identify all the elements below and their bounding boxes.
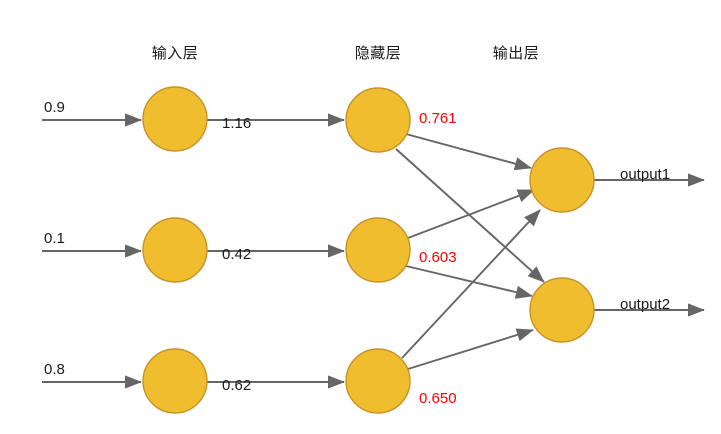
output-label-o2: output2 [620,296,671,313]
neuron-i3[interactable] [142,348,208,414]
input-value-i1: 0.9 [44,99,65,116]
weight-label-i1-h1: 1.16 [222,115,252,132]
weight-label-i3-h3: 0.62 [222,377,252,394]
neuron-h2[interactable] [345,217,411,283]
edges-group [42,113,705,389]
input-value-i3: 0.8 [44,361,65,378]
layer-title-input: 输入层 [151,45,199,62]
output-label-o1: output1 [620,166,671,183]
edge-h3-o1 [401,209,541,359]
edge-h2-o2 [405,265,533,299]
neuron-h3[interactable] [345,348,411,414]
nodes-group [142,86,595,414]
activation-value-h3: 0.650 [419,390,457,407]
edge-h2-o1 [407,189,535,239]
layer-title-output: 输出层 [492,45,540,62]
edge-h3-o2 [407,328,534,370]
neuron-o1[interactable] [529,147,595,213]
layer-title-hidden: 隐藏层 [354,45,402,62]
weight-label-i2-h2: 0.42 [222,246,252,263]
neuron-i1[interactable] [142,86,208,152]
edge-h1-o1 [405,133,532,171]
neuron-h1[interactable] [345,87,411,153]
activation-value-h2: 0.603 [419,249,457,266]
edge-h1-o2 [395,148,545,283]
neuron-i2[interactable] [142,217,208,283]
activation-value-h1: 0.761 [419,110,457,127]
neuron-o2[interactable] [529,277,595,343]
input-value-i2: 0.1 [44,230,65,247]
